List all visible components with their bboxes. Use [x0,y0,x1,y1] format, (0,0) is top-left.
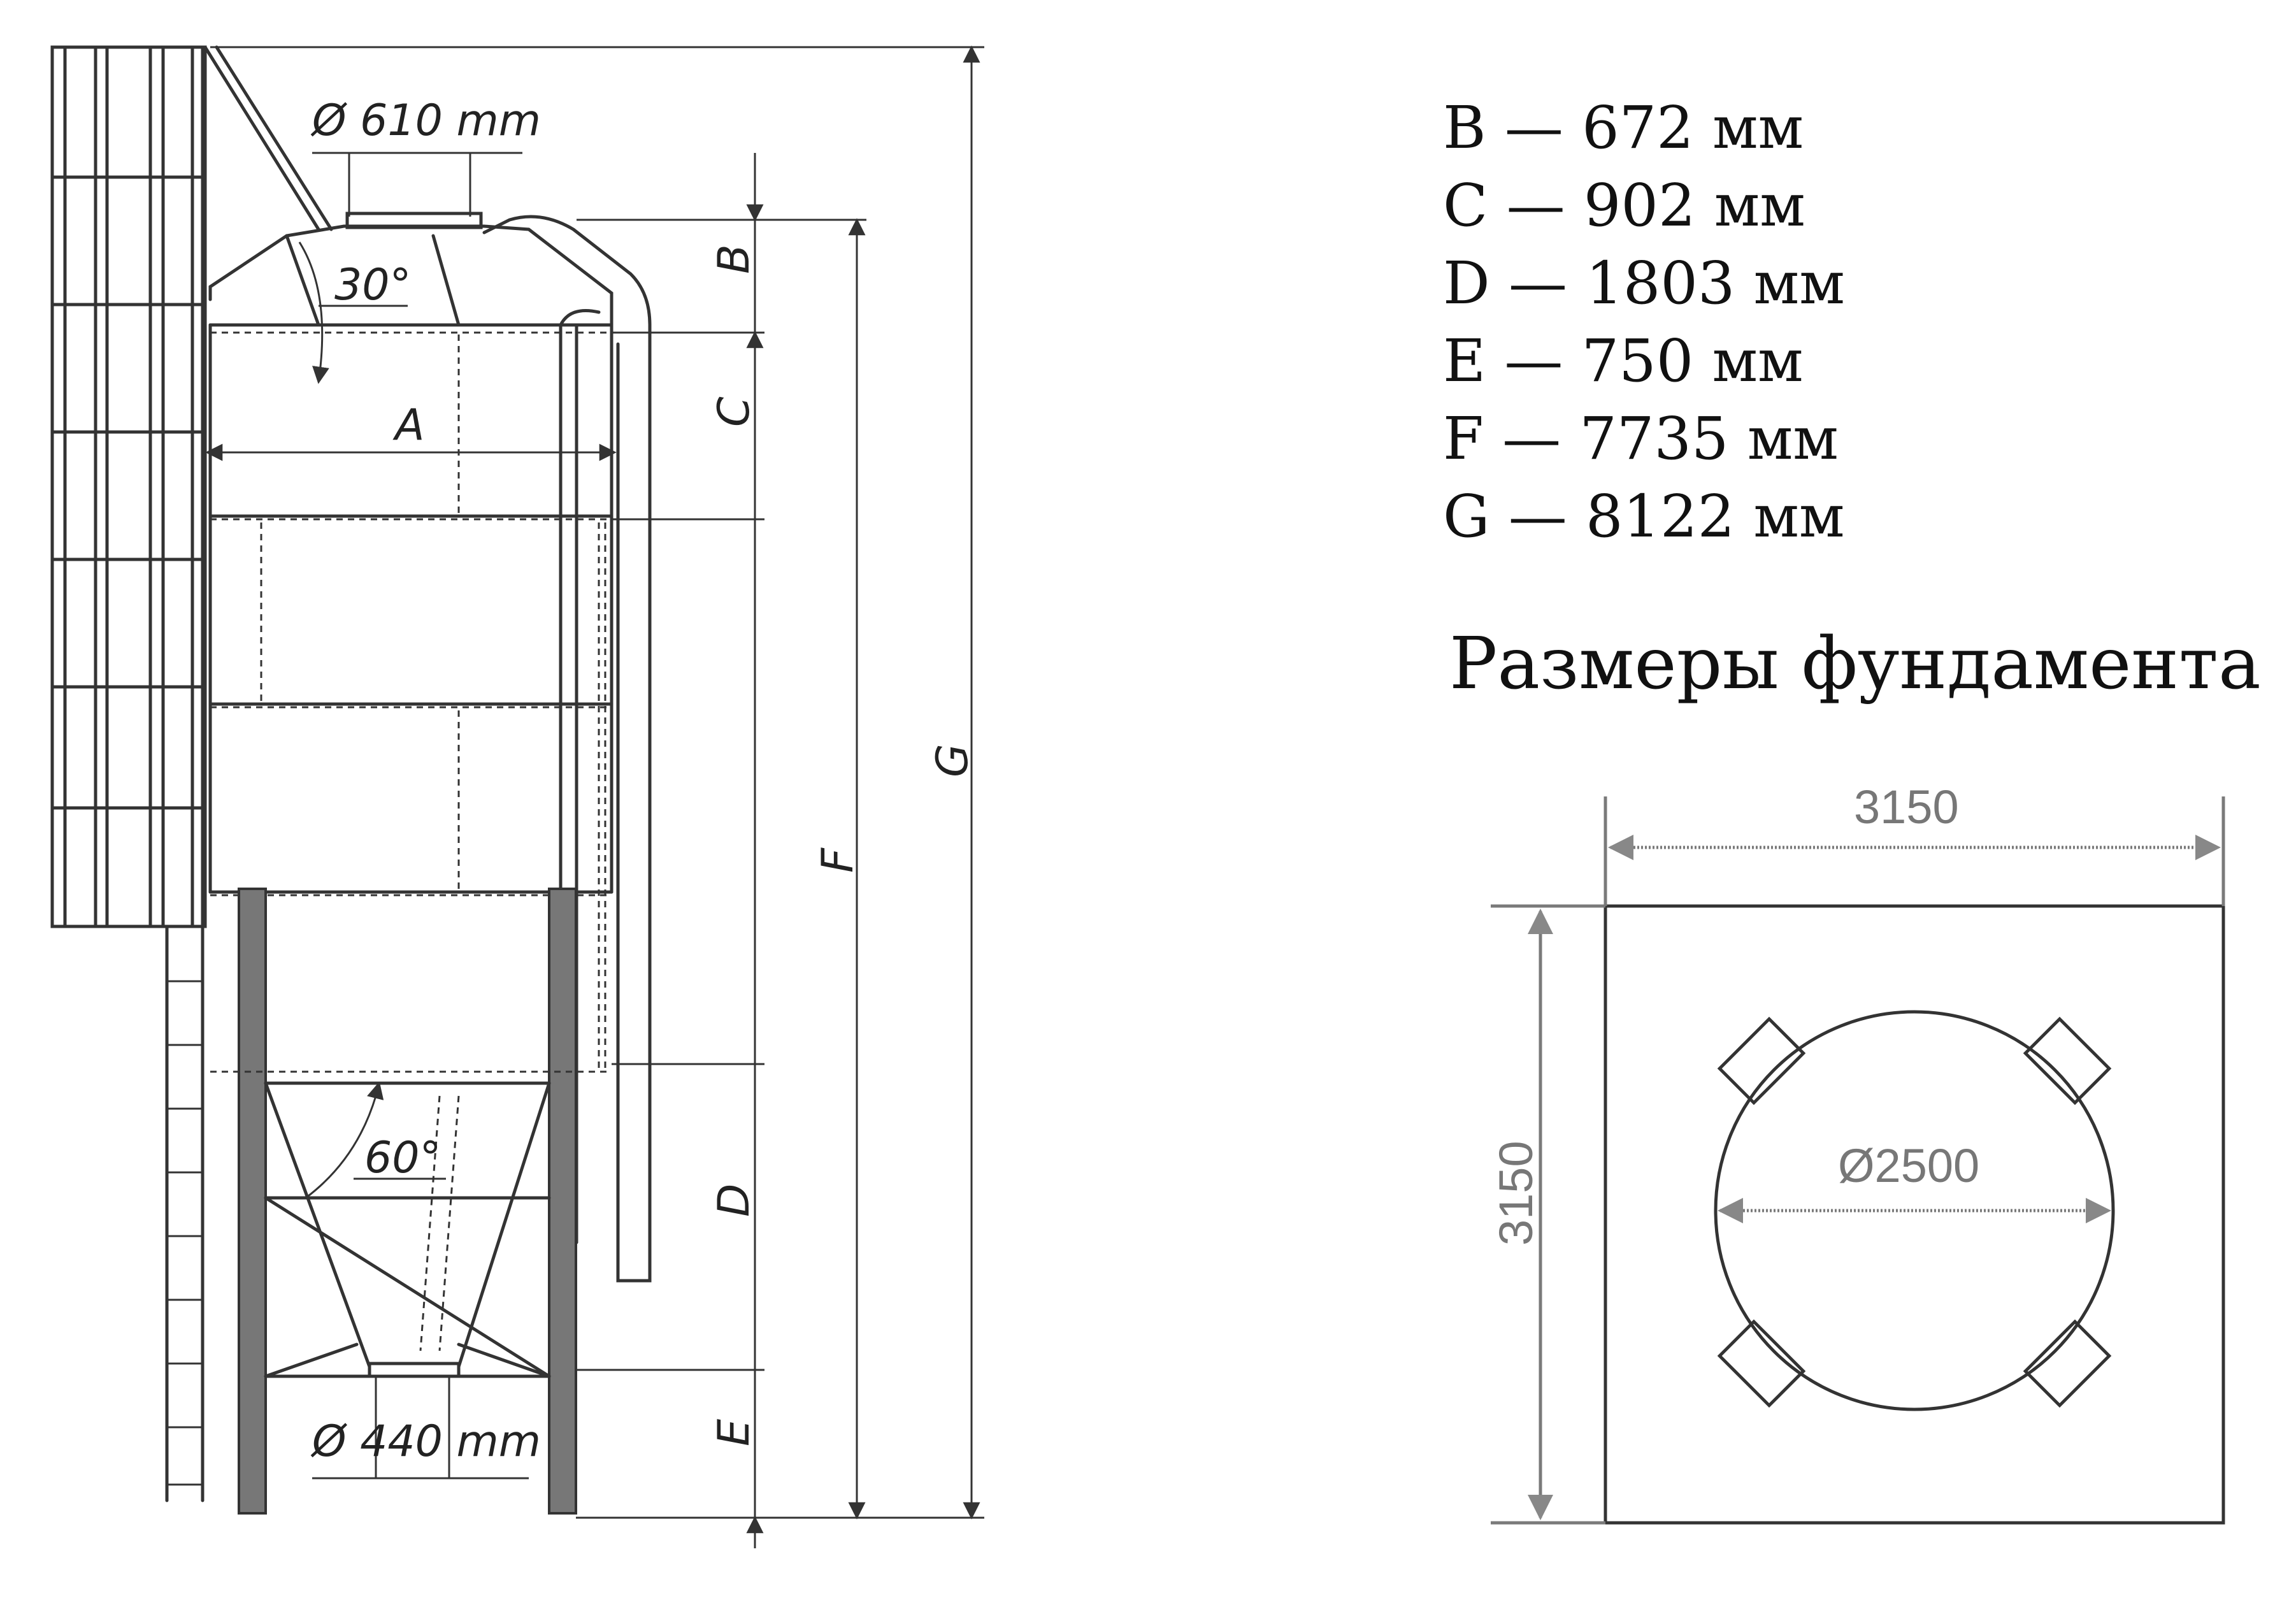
legend-c: C — 902 мм [1443,171,1805,240]
foundation-plan: 3150 3150 Ø2500 [1489,781,2225,1525]
legend-e: E — 750 мм [1443,327,1804,395]
cone-angle-label: 60° [364,1133,441,1183]
hopper-and-legs [210,888,612,1515]
roof-brace-2 [215,45,333,231]
dimension-a: A [205,400,617,461]
roof [208,212,613,336]
foundation-square [1604,904,2225,1525]
dimension-g-label: G [928,744,978,777]
roof-angle-label: 30° [334,260,412,310]
legend-b: B — 672 мм [1443,94,1804,162]
left-leg [238,888,267,1515]
dimension-a-label: A [392,400,425,450]
foundation-title: Размеры фундамента [1449,623,2261,705]
dimension-chain-right: B C D E F G [210,45,984,1548]
circle-diameter-label: Ø2500 [1838,1139,1979,1192]
anchor-pad-top-right [2023,1016,2112,1105]
roof-angle: 30° [298,241,412,384]
anchor-pad-bottom-left [1717,1319,1806,1408]
foundation-circle [1714,1010,2115,1411]
dimension-d-label: D [709,1184,759,1217]
bottom-diameter-label: Ø 440 mm [310,1416,541,1467]
dimension-c-label: C [709,396,759,427]
bottom-diameter-dimension: Ø 440 mm [310,1376,541,1479]
right-leg [548,888,577,1515]
ladder-lower [165,45,204,1502]
anchor-pad-top-left [1717,1016,1806,1105]
anchor-pad-bottom-right [2023,1319,2112,1408]
roof-brace [203,45,320,231]
top-diameter-dimension: Ø 610 mm [310,96,541,217]
foundation-height-label: 3150 [1489,1141,1542,1246]
dimension-legend: B — 672 мм C — 902 мм D — 1803 мм E — 75… [1443,94,1845,551]
legend-f: F — 7735 мм [1443,405,1839,473]
top-diameter-label: Ø 610 mm [310,96,541,146]
foundation-width-label: 3150 [1854,781,1959,833]
dimension-b-label: B [709,244,759,274]
safety-cage-ladder [50,45,207,928]
silo-side-view: Ø 610 mm 30° [50,45,984,1548]
legend-g: G — 8122 мм [1443,482,1844,551]
legend-d: D — 1803 мм [1443,249,1845,317]
silo-body [208,323,613,1070]
dimension-f-label: F [813,847,863,873]
cone-angle: 60° [305,1081,446,1199]
dimension-e-label: E [709,1419,759,1446]
